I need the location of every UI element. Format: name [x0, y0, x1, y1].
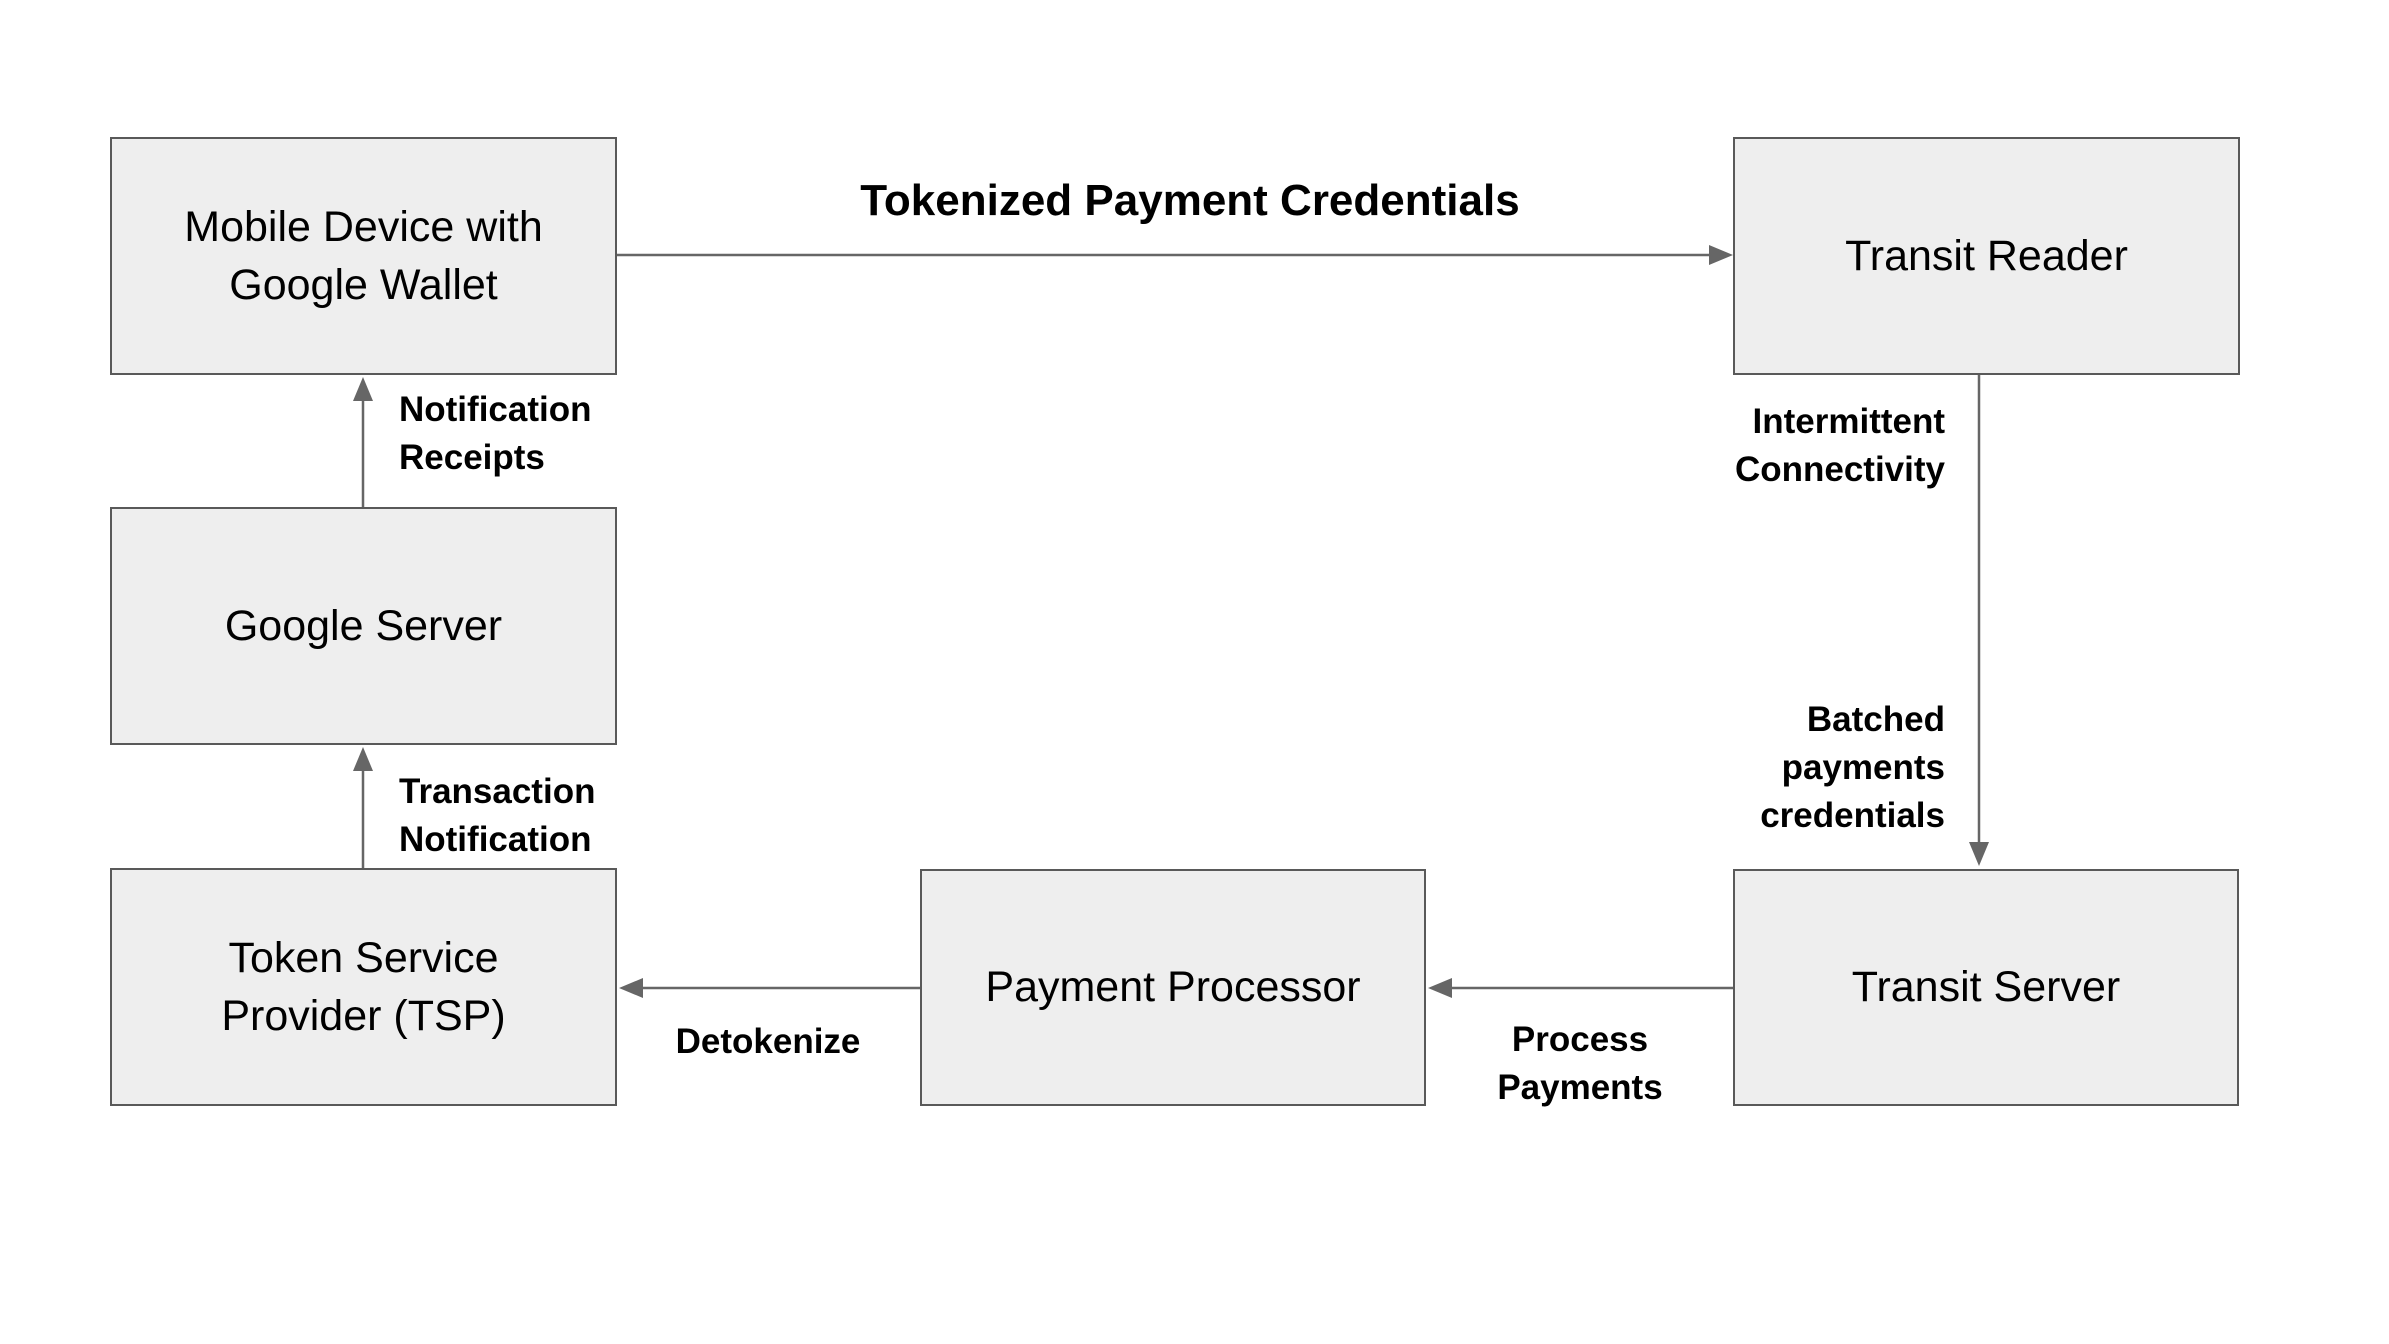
- node-label: Mobile Device with Google Wallet: [184, 202, 543, 309]
- node-payment-processor: Payment Processor: [920, 869, 1426, 1106]
- edge-label-intermittent-connectivity: Intermittent Connectivity: [1734, 402, 1945, 489]
- node-label: Transit Reader: [1845, 231, 2128, 280]
- node-label: Token Service Provider (TSP): [221, 933, 506, 1040]
- edge-label-tokenized-payment-credentials: Tokenized Payment Credentials: [860, 176, 1520, 225]
- edge-label-notification-receipts: Notification Receipts: [399, 390, 592, 477]
- edge-label-transaction-notification: Transaction Notification: [399, 772, 596, 859]
- arrow-mobile-to-reader: [617, 245, 1733, 265]
- arrow-transit-server-to-processor: [1428, 978, 1733, 998]
- node-google-server: Google Server: [110, 507, 617, 745]
- arrow-google-to-mobile: [353, 377, 373, 507]
- edge-label-detokenize: Detokenize: [675, 1022, 861, 1061]
- node-transit-reader: Transit Reader: [1733, 137, 2240, 375]
- edge-label-batched-payments-credentials: Batched payments credentials: [1760, 700, 1945, 835]
- node-label: Payment Processor: [985, 963, 1361, 1012]
- node-mobile-device-google-wallet: Mobile Device with Google Wallet: [110, 137, 617, 375]
- arrow-tsp-to-google: [353, 747, 373, 868]
- node-label: Google Server: [224, 601, 503, 650]
- node-token-service-provider: Token Service Provider (TSP): [110, 868, 617, 1106]
- node-label: Transit Server: [1851, 963, 2121, 1012]
- edge-label-process-payments: Process Payments: [1497, 1020, 1663, 1107]
- arrow-reader-to-transit-server: [1969, 375, 1989, 866]
- node-transit-server: Transit Server: [1733, 869, 2239, 1106]
- arrow-processor-to-tsp: [619, 978, 920, 998]
